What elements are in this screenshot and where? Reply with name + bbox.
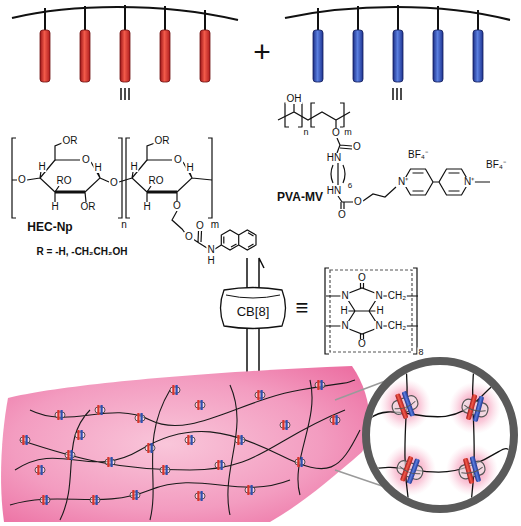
polymer-chains <box>10 380 360 520</box>
atom-label: RO <box>56 176 73 186</box>
atom-label: O <box>195 221 205 231</box>
chain-subscript: 6 <box>347 182 353 190</box>
atom-label: H <box>185 163 194 173</box>
atom-label: O <box>353 197 363 207</box>
atom-label: N <box>340 291 349 301</box>
barrel-rim <box>226 295 280 298</box>
atom-label: O <box>331 128 341 138</box>
atom-label: O <box>357 339 367 349</box>
polymer-name: HEC-Np <box>26 221 73 233</box>
chemical-bonds <box>12 143 256 250</box>
atom-label: O <box>337 210 347 220</box>
viologen-pendant <box>473 30 483 82</box>
chemical-bonds <box>326 283 418 339</box>
atom-label: N <box>374 291 383 301</box>
repeat-subscript: m <box>343 128 353 137</box>
viologen-pendant <box>393 30 403 82</box>
viologen-pendant <box>353 30 363 82</box>
atom-label: H <box>375 306 384 316</box>
red-comb-polymer <box>12 5 238 100</box>
hec-np-structure <box>12 138 256 250</box>
atom-label: RO <box>148 176 165 186</box>
atom-label: H <box>206 256 215 266</box>
equivalence-mark <box>121 88 129 100</box>
repeat-subscript: m <box>210 220 220 230</box>
atom-label: H <box>50 202 59 212</box>
viologen-pendant <box>433 30 443 82</box>
naphthyl-pendant <box>200 30 210 82</box>
equivalence-mark <box>393 88 401 100</box>
atom-label: OR <box>154 136 171 146</box>
atom-label: O <box>184 232 194 242</box>
crosslink-complexes <box>20 380 340 505</box>
repeat-bracket <box>12 138 212 218</box>
atom-label: N⁺ <box>463 177 475 187</box>
plus-sign: + <box>252 37 272 67</box>
counterion-label: BF₄⁻ <box>485 160 507 170</box>
atom-label: O <box>172 201 182 211</box>
atom-label: O <box>173 155 183 165</box>
equivalence-sign: ≡ <box>295 297 310 319</box>
front-ring-bond <box>55 190 177 193</box>
lens-fill <box>366 361 514 509</box>
polymer-backbone <box>12 7 238 20</box>
atom-label: H <box>339 306 348 316</box>
atom-label: N <box>340 321 349 331</box>
atom-label: N <box>206 245 215 255</box>
atom-label: OH <box>286 94 303 104</box>
blue-comb-polymer <box>285 5 510 100</box>
atom-label: H <box>37 162 46 172</box>
viologen-pendant <box>313 30 323 82</box>
lens-ring <box>366 361 514 509</box>
atom-label: HN <box>326 186 342 196</box>
repeat-bracket <box>285 103 344 127</box>
naphthyl-pendant <box>120 30 130 82</box>
repeat-subscript: n <box>120 220 128 230</box>
substituent-note: R = -H, -CH₂CH₂OH <box>36 247 129 257</box>
atom-label: OR <box>80 202 97 212</box>
atom-label: H <box>93 163 102 173</box>
naphthyl-pendant <box>160 30 170 82</box>
counterion-label: BF₄⁻ <box>407 150 429 160</box>
repeat-subscript: 8 <box>417 348 424 357</box>
atom-label: N <box>374 321 383 331</box>
atom-label: CH₂ <box>387 321 407 331</box>
atom-label: CH₂ <box>387 291 407 301</box>
naphthyl-pendant <box>80 30 90 82</box>
atom-label: OR <box>62 136 79 146</box>
atom-label: N⁺ <box>397 177 409 187</box>
atom-label: O <box>352 142 362 152</box>
atom-label: O <box>17 175 27 185</box>
polymer-backbone <box>285 7 510 20</box>
host-barrel: CB[8] <box>218 286 288 330</box>
barrel-outline <box>221 288 286 329</box>
repeat-subscript: n <box>302 128 309 137</box>
atom-label: O <box>81 155 91 165</box>
polymer-name: PVA-MV <box>276 191 324 203</box>
atom-label: HN <box>326 153 342 163</box>
atom-label: H <box>129 162 138 172</box>
atom-label: O <box>109 178 119 188</box>
atom-label: O <box>357 273 367 283</box>
repeat-bracket <box>325 268 417 354</box>
naphthyl-pendant <box>40 30 50 82</box>
glycoluril-unit <box>325 268 418 354</box>
magnified-view <box>335 361 516 512</box>
hydrogel-network <box>1 366 369 522</box>
gel-body <box>1 366 369 522</box>
node-label: CB[8] <box>237 304 270 319</box>
atom-label: H <box>142 202 151 212</box>
